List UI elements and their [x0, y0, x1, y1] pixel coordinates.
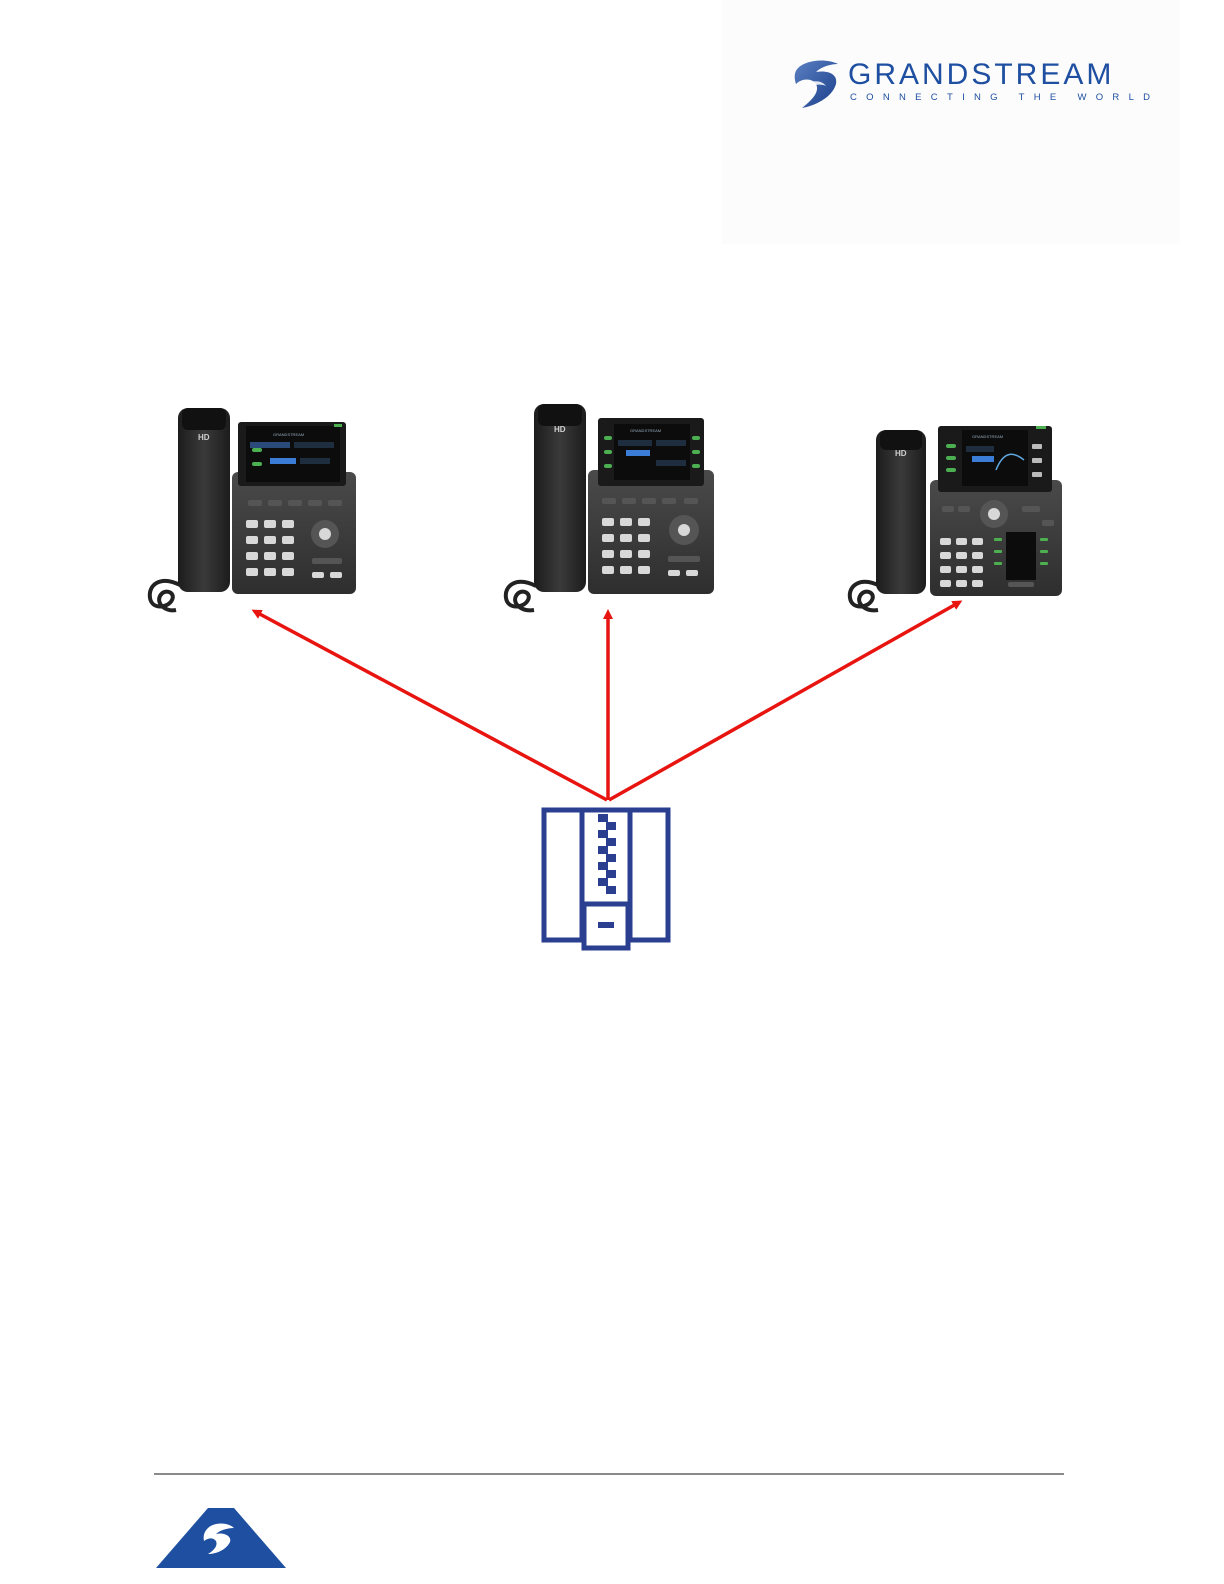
handset-cord: [150, 581, 180, 610]
screen-brand: GRANDSTREAM: [630, 428, 661, 433]
phone-right: HD GRANDSTREAM: [850, 426, 1062, 610]
handset-cord: [506, 582, 536, 610]
handset-badge: HD: [895, 449, 907, 458]
footer-logo: [156, 1508, 286, 1568]
screen-brand: GRANDSTREAM: [972, 434, 1003, 439]
arrow-to-phone-left: [256, 612, 607, 800]
screen-brand: GRANDSTREAM: [273, 432, 304, 437]
handset-cord: [850, 582, 880, 610]
footer-divider: [154, 1473, 1064, 1475]
zip-archive-icon: [544, 810, 668, 948]
handset-badge: HD: [198, 433, 210, 442]
phone-middle: HD GRANDSTREAM: [506, 404, 714, 610]
arrow-to-phone-right: [609, 603, 958, 800]
phone-left: HD GRANDSTREAM: [150, 408, 356, 610]
distribution-arrows: [256, 603, 958, 800]
side-display: [1006, 532, 1036, 580]
handset-badge: HD: [554, 425, 566, 434]
